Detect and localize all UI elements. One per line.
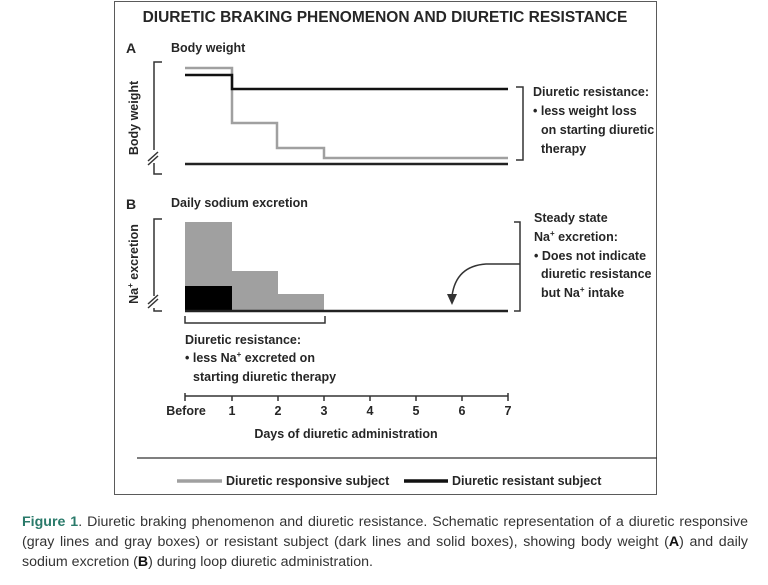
- panel-a-ylabel: Body weight: [127, 80, 141, 155]
- svg-text:therapy: therapy: [541, 142, 586, 156]
- svg-text:Diuretic resistance:: Diuretic resistance:: [185, 333, 301, 347]
- panel-b-bottom-bracket: [184, 316, 326, 324]
- svg-text:• Does not indicate: • Does not indicate: [534, 249, 646, 263]
- svg-text:1: 1: [229, 404, 236, 418]
- svg-text:7: 7: [505, 404, 512, 418]
- x-axis-tick-labels: Before 1 2 3 4 5 6 7: [166, 404, 511, 418]
- svg-text:Na+ excretion:: Na+ excretion:: [534, 229, 618, 244]
- x-axis: [184, 393, 509, 401]
- panel-b-annotation-right: Steady state Na+ excretion: • Does not i…: [534, 211, 652, 300]
- svg-text:5: 5: [413, 404, 420, 418]
- responsive-bar-day2: [232, 271, 278, 311]
- svg-text:Steady state: Steady state: [534, 211, 608, 225]
- svg-text:3: 3: [321, 404, 328, 418]
- panel-a-heading: Body weight: [171, 41, 246, 55]
- legend-responsive-label: Diuretic responsive subject: [226, 474, 390, 488]
- panel-a-letter: A: [126, 40, 136, 56]
- panel-a-y-bracket: [147, 61, 162, 175]
- svg-text:diuretic resistance: diuretic resistance: [541, 267, 652, 281]
- svg-text:but Na+ intake: but Na+ intake: [541, 285, 624, 300]
- panel-b-annotation-bottom: Diuretic resistance: • less Na+ excreted…: [185, 333, 336, 384]
- svg-text:starting diuretic therapy: starting diuretic therapy: [193, 370, 336, 384]
- svg-text:6: 6: [459, 404, 466, 418]
- svg-text:• less Na+ excreted on: • less Na+ excreted on: [185, 350, 315, 365]
- steady-state-arrow: [451, 263, 520, 297]
- svg-text:Diuretic resistance:: Diuretic resistance:: [533, 85, 649, 99]
- x-axis-label: Days of diuretic administration: [254, 427, 437, 441]
- panel-b-letter: B: [126, 196, 136, 212]
- panel-b-annotation-bracket: [514, 221, 521, 312]
- responsive-weight-line: [185, 66, 508, 160]
- arrow-head-icon: [447, 294, 457, 305]
- panel-b-y-bracket: [147, 218, 162, 312]
- figure-caption: Figure 1. Diuretic braking phenomenon an…: [22, 514, 748, 570]
- resistant-bar-day1: [185, 286, 232, 311]
- svg-text:on starting diuretic: on starting diuretic: [541, 123, 654, 137]
- svg-text:• less weight loss: • less weight loss: [533, 104, 637, 118]
- resistant-weight-line: [185, 73, 508, 91]
- legend: Diuretic responsive subject Diuretic res…: [177, 474, 602, 488]
- figure-title: DIURETIC BRAKING PHENOMENON AND DIURETIC…: [143, 9, 628, 26]
- svg-text:2: 2: [275, 404, 282, 418]
- panel-a-annotation-bracket: [516, 86, 524, 161]
- panel-b-ylabel: Na+ excretion: [126, 224, 141, 304]
- svg-text:4: 4: [367, 404, 374, 418]
- panel-a-annotation: Diuretic resistance: • less weight loss …: [533, 85, 654, 156]
- diagram-canvas: DIURETIC BRAKING PHENOMENON AND DIURETIC…: [126, 9, 657, 488]
- legend-resistant-label: Diuretic resistant subject: [452, 474, 602, 488]
- responsive-bar-day3: [278, 294, 324, 311]
- svg-text:Before: Before: [166, 404, 206, 418]
- caption-label: Figure 1: [22, 514, 79, 530]
- panel-b-heading: Daily sodium excretion: [171, 196, 308, 210]
